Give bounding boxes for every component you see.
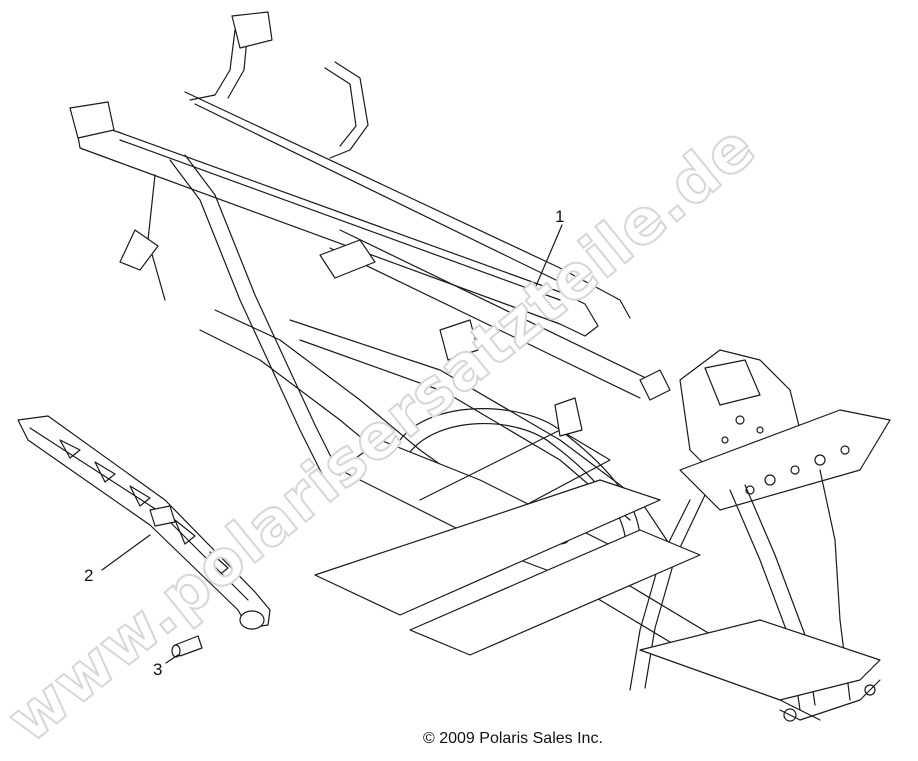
callout-2: 2 — [84, 566, 94, 585]
leader-line-2 — [101, 534, 151, 571]
bolt-part — [171, 635, 203, 658]
leader-line-3 — [165, 654, 179, 664]
side-beam-part — [17, 415, 271, 630]
callout-1: 1 — [555, 207, 565, 226]
copyright-notice: © 2009 Polaris Sales Inc. — [423, 730, 603, 747]
main-frame — [69, 11, 891, 722]
callout-3: 3 — [153, 660, 163, 679]
leader-line-1 — [529, 224, 563, 301]
